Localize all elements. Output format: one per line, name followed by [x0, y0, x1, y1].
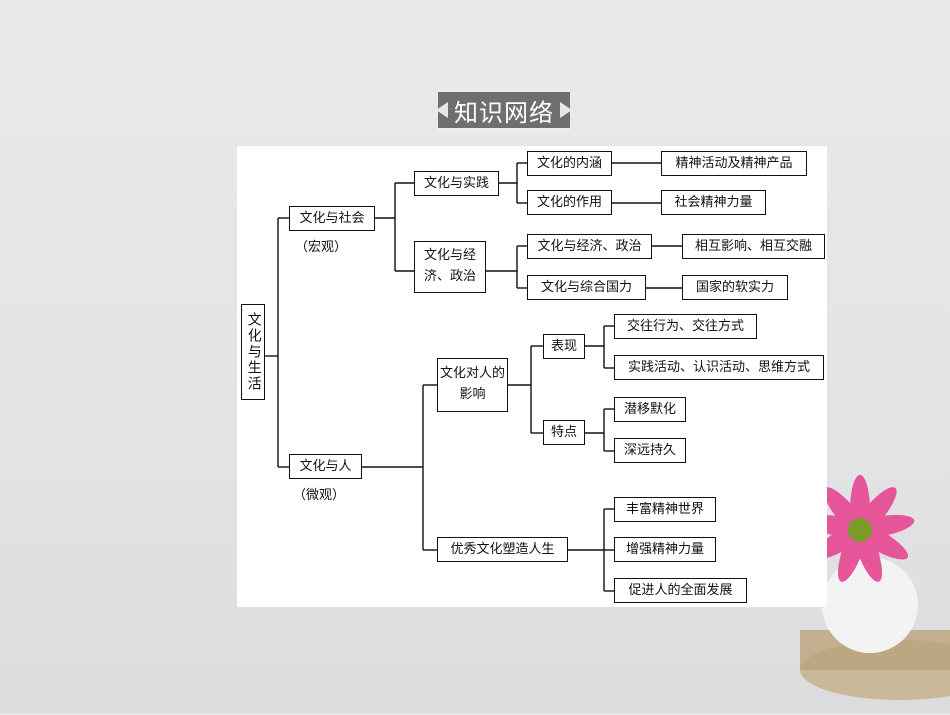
node-practice: 文化与实践 [414, 171, 499, 196]
knowledge-network-diagram: 文化与生活 文化与社会 （宏观） 文化与人 （微观） 文化与实践 文化与经济、政… [237, 146, 827, 607]
flower-decoration [800, 475, 950, 700]
node-manifest: 表现 [543, 334, 585, 359]
badge-left-cap [436, 102, 448, 118]
node-influence: 文化对人的影响 [437, 358, 508, 412]
node-function-result: 社会精神力量 [661, 190, 766, 215]
node-national-power: 文化与综合国力 [527, 275, 646, 300]
node-connotation: 文化的内涵 [527, 151, 612, 176]
node-feature-2: 深远持久 [614, 438, 686, 463]
node-shaping-1: 丰富精神世界 [614, 497, 716, 522]
node-econ-politics-item: 文化与经济、政治 [527, 234, 652, 259]
node-shaping-3: 促进人的全面发展 [614, 578, 747, 603]
node-culture-society: 文化与社会 [289, 206, 375, 231]
node-feature-1: 潜移默化 [614, 397, 686, 422]
node-shaping-2: 增强精神力量 [614, 537, 716, 562]
connector-lines [265, 162, 682, 592]
note-micro: （微观） [293, 488, 346, 503]
node-connotation-result: 精神活动及精神产品 [661, 151, 807, 176]
node-manifest-1: 交往行为、交往方式 [614, 314, 757, 339]
node-shaping: 优秀文化塑造人生 [437, 537, 568, 562]
node-econ-politics-result: 相互影响、相互交融 [682, 234, 825, 259]
section-title: 知识网络 [454, 98, 554, 127]
badge-right-cap [560, 102, 572, 118]
note-macro: （宏观） [295, 240, 348, 255]
node-culture-people: 文化与人 [289, 454, 362, 479]
node-feature: 特点 [543, 420, 585, 445]
node-function: 文化的作用 [527, 190, 612, 215]
node-manifest-2: 实践活动、认识活动、思维方式 [614, 355, 824, 380]
section-title-badge: 知识网络 [436, 89, 572, 131]
node-national-power-result: 国家的软实力 [682, 275, 788, 300]
node-econ-politics: 文化与经济、政治 [414, 241, 486, 293]
root-node: 文化与生活 [241, 304, 265, 400]
